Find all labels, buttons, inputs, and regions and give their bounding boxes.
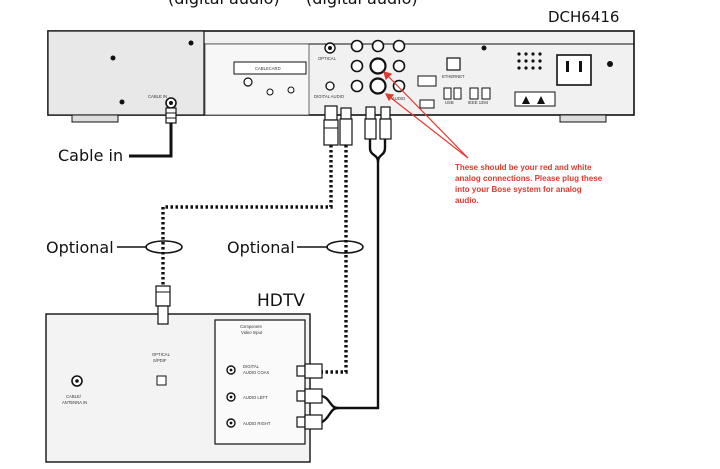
warning-triangle-icon: [522, 96, 530, 104]
ethernet-label: ETHERNET: [442, 74, 465, 79]
ieee1394-port: [469, 87, 479, 100]
optional-label-left: Optional: [46, 238, 114, 257]
audio-jack-grid: [350, 39, 406, 95]
audio-jack-highlighted: [369, 77, 387, 95]
receiver-foot-right: [559, 114, 607, 123]
receiver-plugs: [323, 105, 392, 146]
top-label-right: (digital audio): [306, 0, 418, 8]
annotation-arrows: [383, 71, 469, 159]
top-label-left: (digital audio): [168, 0, 280, 8]
audio-jack: [392, 79, 406, 93]
hdtv-rca-plugs: [296, 363, 323, 430]
receiver-screw-4: [481, 45, 487, 51]
warning-triangle-icon: [537, 96, 545, 104]
hdtv-digital-label-2: AUDIO COAX: [243, 370, 269, 375]
hdtv-optical-label-2: S/PDIF: [153, 358, 167, 363]
receiver-port: [419, 99, 435, 109]
optical-label: OPTICAL: [318, 56, 337, 61]
hdtv-optical-jack: [156, 375, 167, 386]
receiver-side-panel: [47, 30, 205, 116]
audio-jack: [392, 59, 406, 73]
usb-label: USB: [445, 100, 454, 105]
receiver-screw-1: [110, 55, 116, 61]
jack-pin: [229, 421, 233, 425]
ieee1394-port: [481, 87, 491, 100]
audio-label: AUDIO: [392, 96, 406, 101]
annotation-line-1: These should be your red and white: [455, 163, 592, 172]
component-label-2: Video Input: [241, 330, 263, 335]
audio-jack: [392, 39, 406, 53]
receiver-screw-2: [188, 40, 194, 46]
audio-jack: [350, 59, 364, 73]
hdtv-audio-right-label: AUDIO RIGHT: [243, 421, 271, 426]
hdtv-digital-label-1: DIGITAL: [243, 364, 260, 369]
optional-label-right: Optional: [227, 238, 295, 257]
usb-port: [453, 87, 462, 100]
cable-in-jack-label: CABLE IN: [148, 94, 167, 99]
cable-in-cable: [129, 107, 177, 158]
hdtv-antenna-label-2: ANTENNA IN: [62, 400, 87, 405]
annotation-line-3: into your Bose system for analog: [455, 185, 582, 194]
audio-jack: [350, 79, 364, 93]
receiver-screw-5: [607, 61, 613, 67]
receiver-small-jack-2: [287, 86, 295, 94]
optional-callout-left: [117, 240, 183, 254]
audio-jack-highlighted: [369, 57, 387, 75]
component-label-1: Component: [240, 324, 262, 329]
usb-port: [443, 87, 452, 100]
receiver-small-jack: [266, 88, 274, 96]
hdtv-antenna-pin: [75, 379, 79, 383]
vent-grille: [517, 52, 542, 70]
receiver-box: RF OUT CABLECARD CABLE IN OPTICAL DIGITA…: [47, 30, 635, 123]
audio-jack: [350, 39, 364, 53]
ieee1394-label: IEEE 1394: [468, 100, 489, 105]
outlet-slot: [566, 61, 569, 72]
hdtv-audio-left-label: AUDIO LEFT: [243, 395, 268, 400]
jack-pin: [229, 395, 233, 399]
hdtv-optical-plug: [155, 285, 171, 325]
audio-jack: [371, 39, 385, 53]
digital-coax-cable: [322, 145, 348, 374]
optional-callout-right: [297, 240, 364, 254]
annotation-line-2: analog connections. Please plug these: [455, 174, 603, 183]
outlet-slot: [579, 61, 582, 72]
rf-out-jack: [243, 77, 253, 87]
hdtv-antenna-label-1: CABLE/: [66, 394, 82, 399]
power-outlet: [556, 54, 592, 86]
annotation-line-4: audio.: [455, 196, 479, 205]
receiver-foot-left: [71, 114, 119, 123]
ethernet-port: [446, 57, 461, 71]
cable-in-label: Cable in: [58, 146, 123, 165]
cablecard-slot: [233, 61, 307, 75]
receiver-model: DCH6416: [548, 8, 619, 26]
warning-label: [514, 91, 556, 107]
optical-jack-core: [328, 46, 332, 50]
digital-audio-label: DIGITAL AUDIO: [314, 94, 345, 99]
jack-pin: [229, 368, 233, 372]
analog-audio-cable: [321, 139, 387, 424]
hdtv-title: HDTV: [257, 291, 305, 311]
hdtv-optical-label-1: OPTICAL: [152, 352, 171, 357]
receiver-jack-panel: [204, 43, 310, 116]
cablecard-label: CABLECARD: [255, 66, 281, 71]
hdmi-port: [417, 75, 437, 87]
optical-cable: [161, 145, 333, 286]
digital-audio-jack: [325, 81, 335, 91]
cable-in-jack-pin: [169, 101, 173, 105]
receiver-screw-3: [119, 99, 125, 105]
